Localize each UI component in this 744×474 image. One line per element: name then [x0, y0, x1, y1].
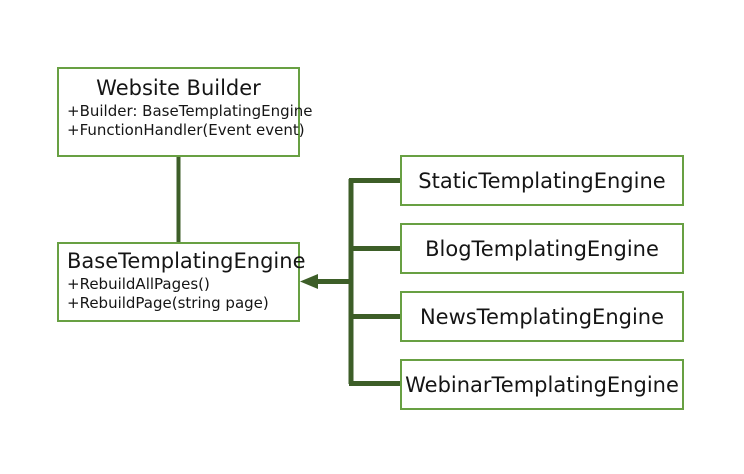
class-box-static-templating-engine[interactable]: StaticTemplatingEngine: [400, 155, 684, 206]
class-members-website-builder: +Builder: BaseTemplatingEngine +Function…: [67, 102, 313, 140]
class-members-base-templating-engine: +RebuildAllPages() +RebuildPage(string p…: [67, 275, 290, 313]
class-title-webinar-templating-engine: WebinarTemplatingEngine: [405, 372, 679, 397]
class-box-webinar-templating-engine[interactable]: WebinarTemplatingEngine: [400, 359, 684, 410]
class-member: +Builder: BaseTemplatingEngine: [67, 102, 313, 120]
class-title-static-templating-engine: StaticTemplatingEngine: [418, 168, 666, 193]
class-title-base-templating-engine: BaseTemplatingEngine: [67, 249, 306, 273]
class-box-blog-templating-engine[interactable]: BlogTemplatingEngine: [400, 223, 684, 274]
class-title-website-builder: Website Builder: [96, 76, 261, 100]
class-box-base-templating-engine[interactable]: BaseTemplatingEngine +RebuildAllPages() …: [57, 242, 306, 322]
class-title-blog-templating-engine: BlogTemplatingEngine: [425, 236, 659, 261]
class-title-news-templating-engine: NewsTemplatingEngine: [419, 304, 665, 329]
class-member: +FunctionHandler(Event event): [67, 121, 305, 139]
class-box-news-templating-engine[interactable]: NewsTemplatingEngine: [400, 291, 684, 342]
inheritance-arrow-head: [300, 274, 318, 289]
class-box-website-builder[interactable]: Website Builder +Builder: BaseTemplating…: [57, 67, 313, 157]
class-member: +RebuildAllPages(): [67, 275, 210, 293]
class-member: +RebuildPage(string page): [67, 294, 269, 312]
